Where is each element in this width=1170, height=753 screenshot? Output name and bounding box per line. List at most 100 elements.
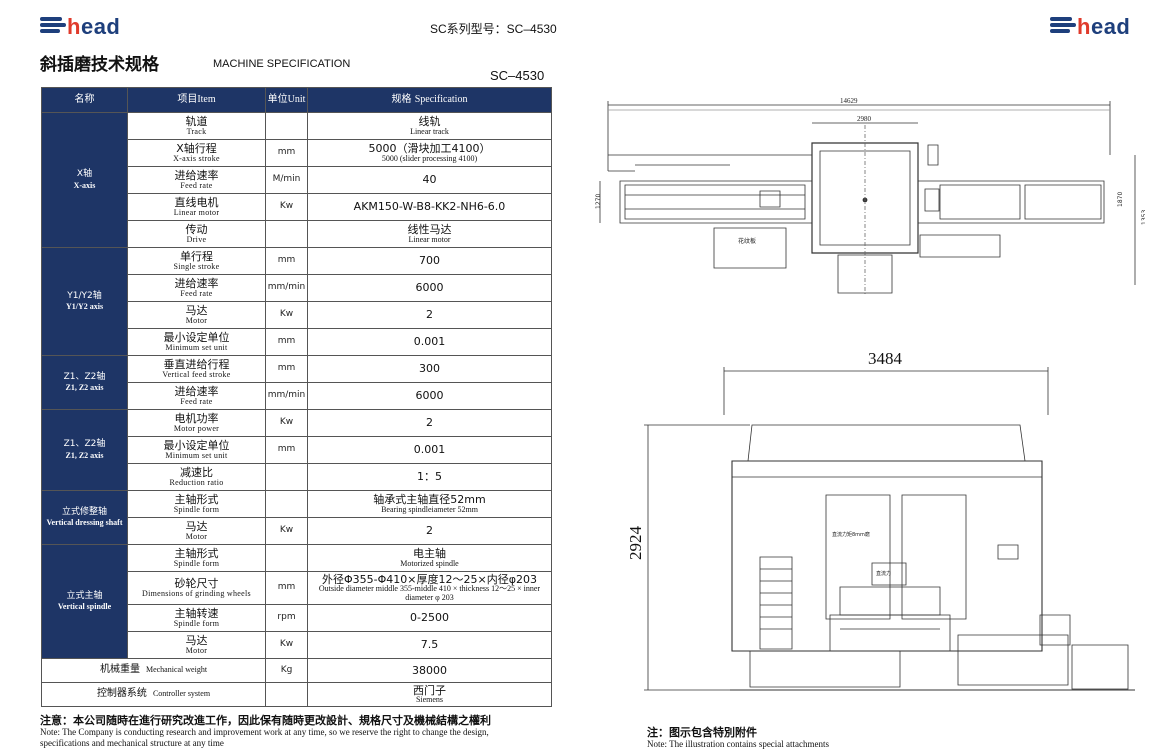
unit-cell: mm: [265, 355, 308, 383]
unit-cell: [265, 220, 308, 248]
col-header-spec: 规格 Specification: [307, 87, 552, 113]
spec-value-cell: AKM150-W-B8-KK2-NH6-6.0: [307, 193, 552, 221]
unit-cell: mm/min: [265, 382, 308, 410]
spec-value-cell: 1：5: [307, 463, 552, 491]
side-cabinet: [1072, 645, 1128, 689]
unit-cell: mm: [265, 328, 308, 356]
top-view-drawing: 14629 2980 花纹板 1270 1353 1870: [595, 97, 1145, 300]
unit-cell: Kw: [265, 631, 308, 659]
unit-cell: rpm: [265, 604, 308, 632]
dim-table-text: 2980: [857, 115, 872, 123]
brand-logo-left: head: [40, 14, 120, 40]
note-left-cn: 注意：本公司随時在進行研究改進工作，因此保有随時更改設計、規格尺寸及機械結構之權…: [40, 714, 491, 727]
spec-value-cell: 7.5: [307, 631, 552, 659]
unit-cell: [265, 112, 308, 140]
spec-value-cell: 5000（滑块加工4100）5000 (slider processing 41…: [307, 139, 552, 167]
spec-value-cell: 700: [307, 247, 552, 275]
left-door: [826, 495, 890, 619]
right-bed: [918, 181, 1104, 223]
spec-value-cell: 300: [307, 355, 552, 383]
model-number: SC–4530: [490, 68, 545, 83]
dim-left-height: 1270: [595, 194, 602, 209]
unit-cell: M/min: [265, 166, 308, 194]
panel-label-b: 直流力: [876, 570, 891, 577]
dim-right-height-2: 1870: [1117, 192, 1124, 207]
col-header-name: 名称: [41, 87, 128, 113]
unit-cell: mm/min: [265, 274, 308, 302]
dim-front-width: 3484: [868, 349, 902, 368]
unit-cell: Kw: [265, 301, 308, 329]
unit-cell: Kg: [265, 658, 308, 683]
right-door: [902, 495, 966, 619]
unit-cell: Kw: [265, 193, 308, 221]
note-left-en: Note: The Company is conducting research…: [40, 727, 489, 749]
unit-cell: [265, 490, 308, 518]
col-header-unit: 单位Unit: [265, 87, 308, 113]
spec-value-cell: 0-2500: [307, 604, 552, 632]
spec-value-cell: 2: [307, 409, 552, 437]
spec-value-cell: 40: [307, 166, 552, 194]
unit-cell: Kw: [265, 409, 308, 437]
front-view-drawing: 直流力矩8mm磨 直流力: [640, 365, 1150, 697]
spec-value-cell: 2: [307, 517, 552, 545]
dim-right-height: 1353: [1141, 210, 1145, 225]
logo-mark-icon: [1050, 17, 1076, 37]
left-bed: [620, 181, 812, 223]
spec-value-cell: 0.001: [307, 436, 552, 464]
note-right-cn: 注：图示包含特別附件: [647, 726, 757, 739]
unit-cell: mm: [265, 571, 308, 605]
panel-label-a: 直流力矩8mm磨: [832, 531, 870, 538]
brand-logo-right: head: [1050, 14, 1130, 40]
checker-plate-label: 花纹板: [738, 237, 756, 245]
spec-value-cell: 6000: [307, 274, 552, 302]
note-right-en: Note: The illustration contains special …: [647, 739, 830, 749]
spec-value-cell: 2: [307, 301, 552, 329]
unit-cell: mm: [265, 436, 308, 464]
dim-overall-text: 14629: [840, 97, 858, 105]
right-unit: [958, 635, 1068, 685]
